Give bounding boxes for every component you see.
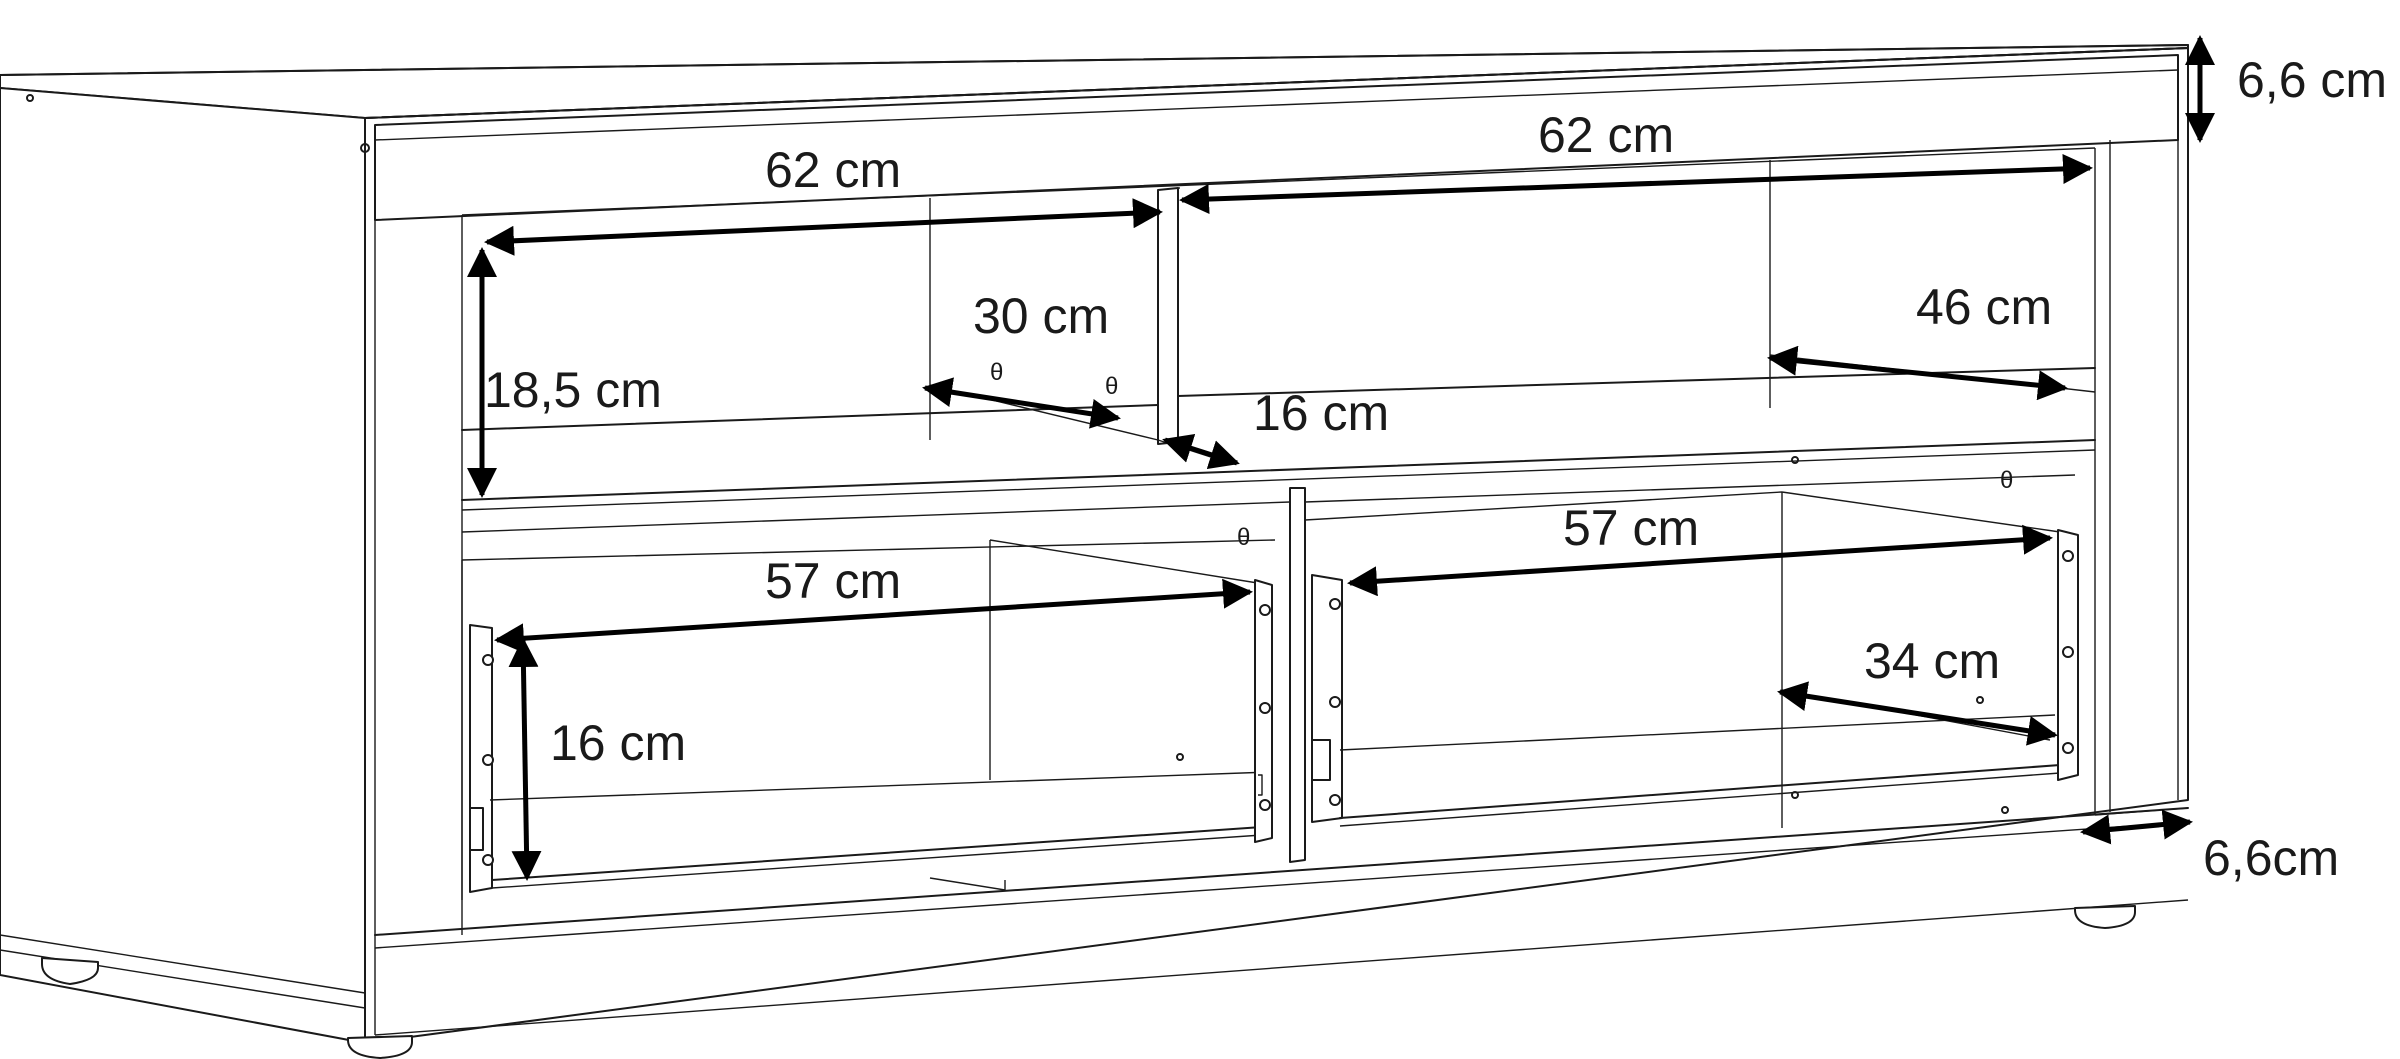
screw-mark-icon: θ — [990, 359, 1003, 386]
dim-arrow-left-drawer-width — [494, 578, 1253, 654]
foot — [41, 957, 99, 985]
left-drawer — [469, 539, 1273, 893]
screw-hole-icon — [2001, 806, 2009, 814]
label-right-shelf-depth: 46 cm — [1916, 279, 2052, 335]
label-side-thickness: 6,6cm — [2203, 830, 2339, 886]
dim-arrow-divider — [1162, 433, 1240, 470]
label-left-drawer-width: 57 cm — [765, 553, 901, 609]
screw-hole-icon — [1176, 753, 1184, 761]
screw-mark-icon: θ — [1237, 524, 1250, 551]
label-left-shelf-width: 62 cm — [765, 142, 901, 198]
dim-arrow-left-shelf-width — [484, 198, 1163, 256]
label-right-shelf-width: 62 cm — [1538, 107, 1674, 163]
dim-arrow-left-shelf-depth — [922, 377, 1121, 429]
screw-mark-icon: θ — [1105, 373, 1118, 400]
right-drawer — [1304, 456, 2079, 828]
screw-hole-icon — [1791, 791, 1799, 799]
label-drawer-depth: 34 cm — [1864, 633, 2000, 689]
dimension-labels: 6,6 cm 62 cm 62 cm 18,5 cm 30 cm 46 cm 1… — [484, 52, 2387, 886]
screw-mark-icon: θ — [2000, 467, 2013, 494]
dim-arrow-side — [2080, 809, 2193, 845]
label-divider: 16 cm — [1253, 385, 1389, 441]
label-top-thickness: 6,6 cm — [2237, 52, 2387, 108]
label-right-drawer-width: 57 cm — [1563, 500, 1699, 556]
screw-hole-icon — [1791, 456, 1799, 464]
foot — [347, 1035, 413, 1059]
screw-hole-icon — [26, 94, 34, 102]
foot — [2074, 905, 2136, 929]
dim-arrow-drawer-height — [508, 637, 542, 881]
label-drawer-height: 16 cm — [550, 715, 686, 771]
dim-arrow-right-shelf-width — [1179, 153, 2093, 215]
label-left-shelf-depth: 30 cm — [973, 288, 1109, 344]
label-shelf-height: 18,5 cm — [484, 362, 662, 418]
dim-arrow-drawer-depth — [1777, 681, 2058, 746]
dimension-arrows — [467, 35, 2215, 881]
screw-hole-icon — [1976, 696, 1984, 704]
dim-arrow-right-shelf-depth — [1767, 345, 2068, 401]
dim-arrow-right-drawer-width — [1347, 524, 2053, 597]
